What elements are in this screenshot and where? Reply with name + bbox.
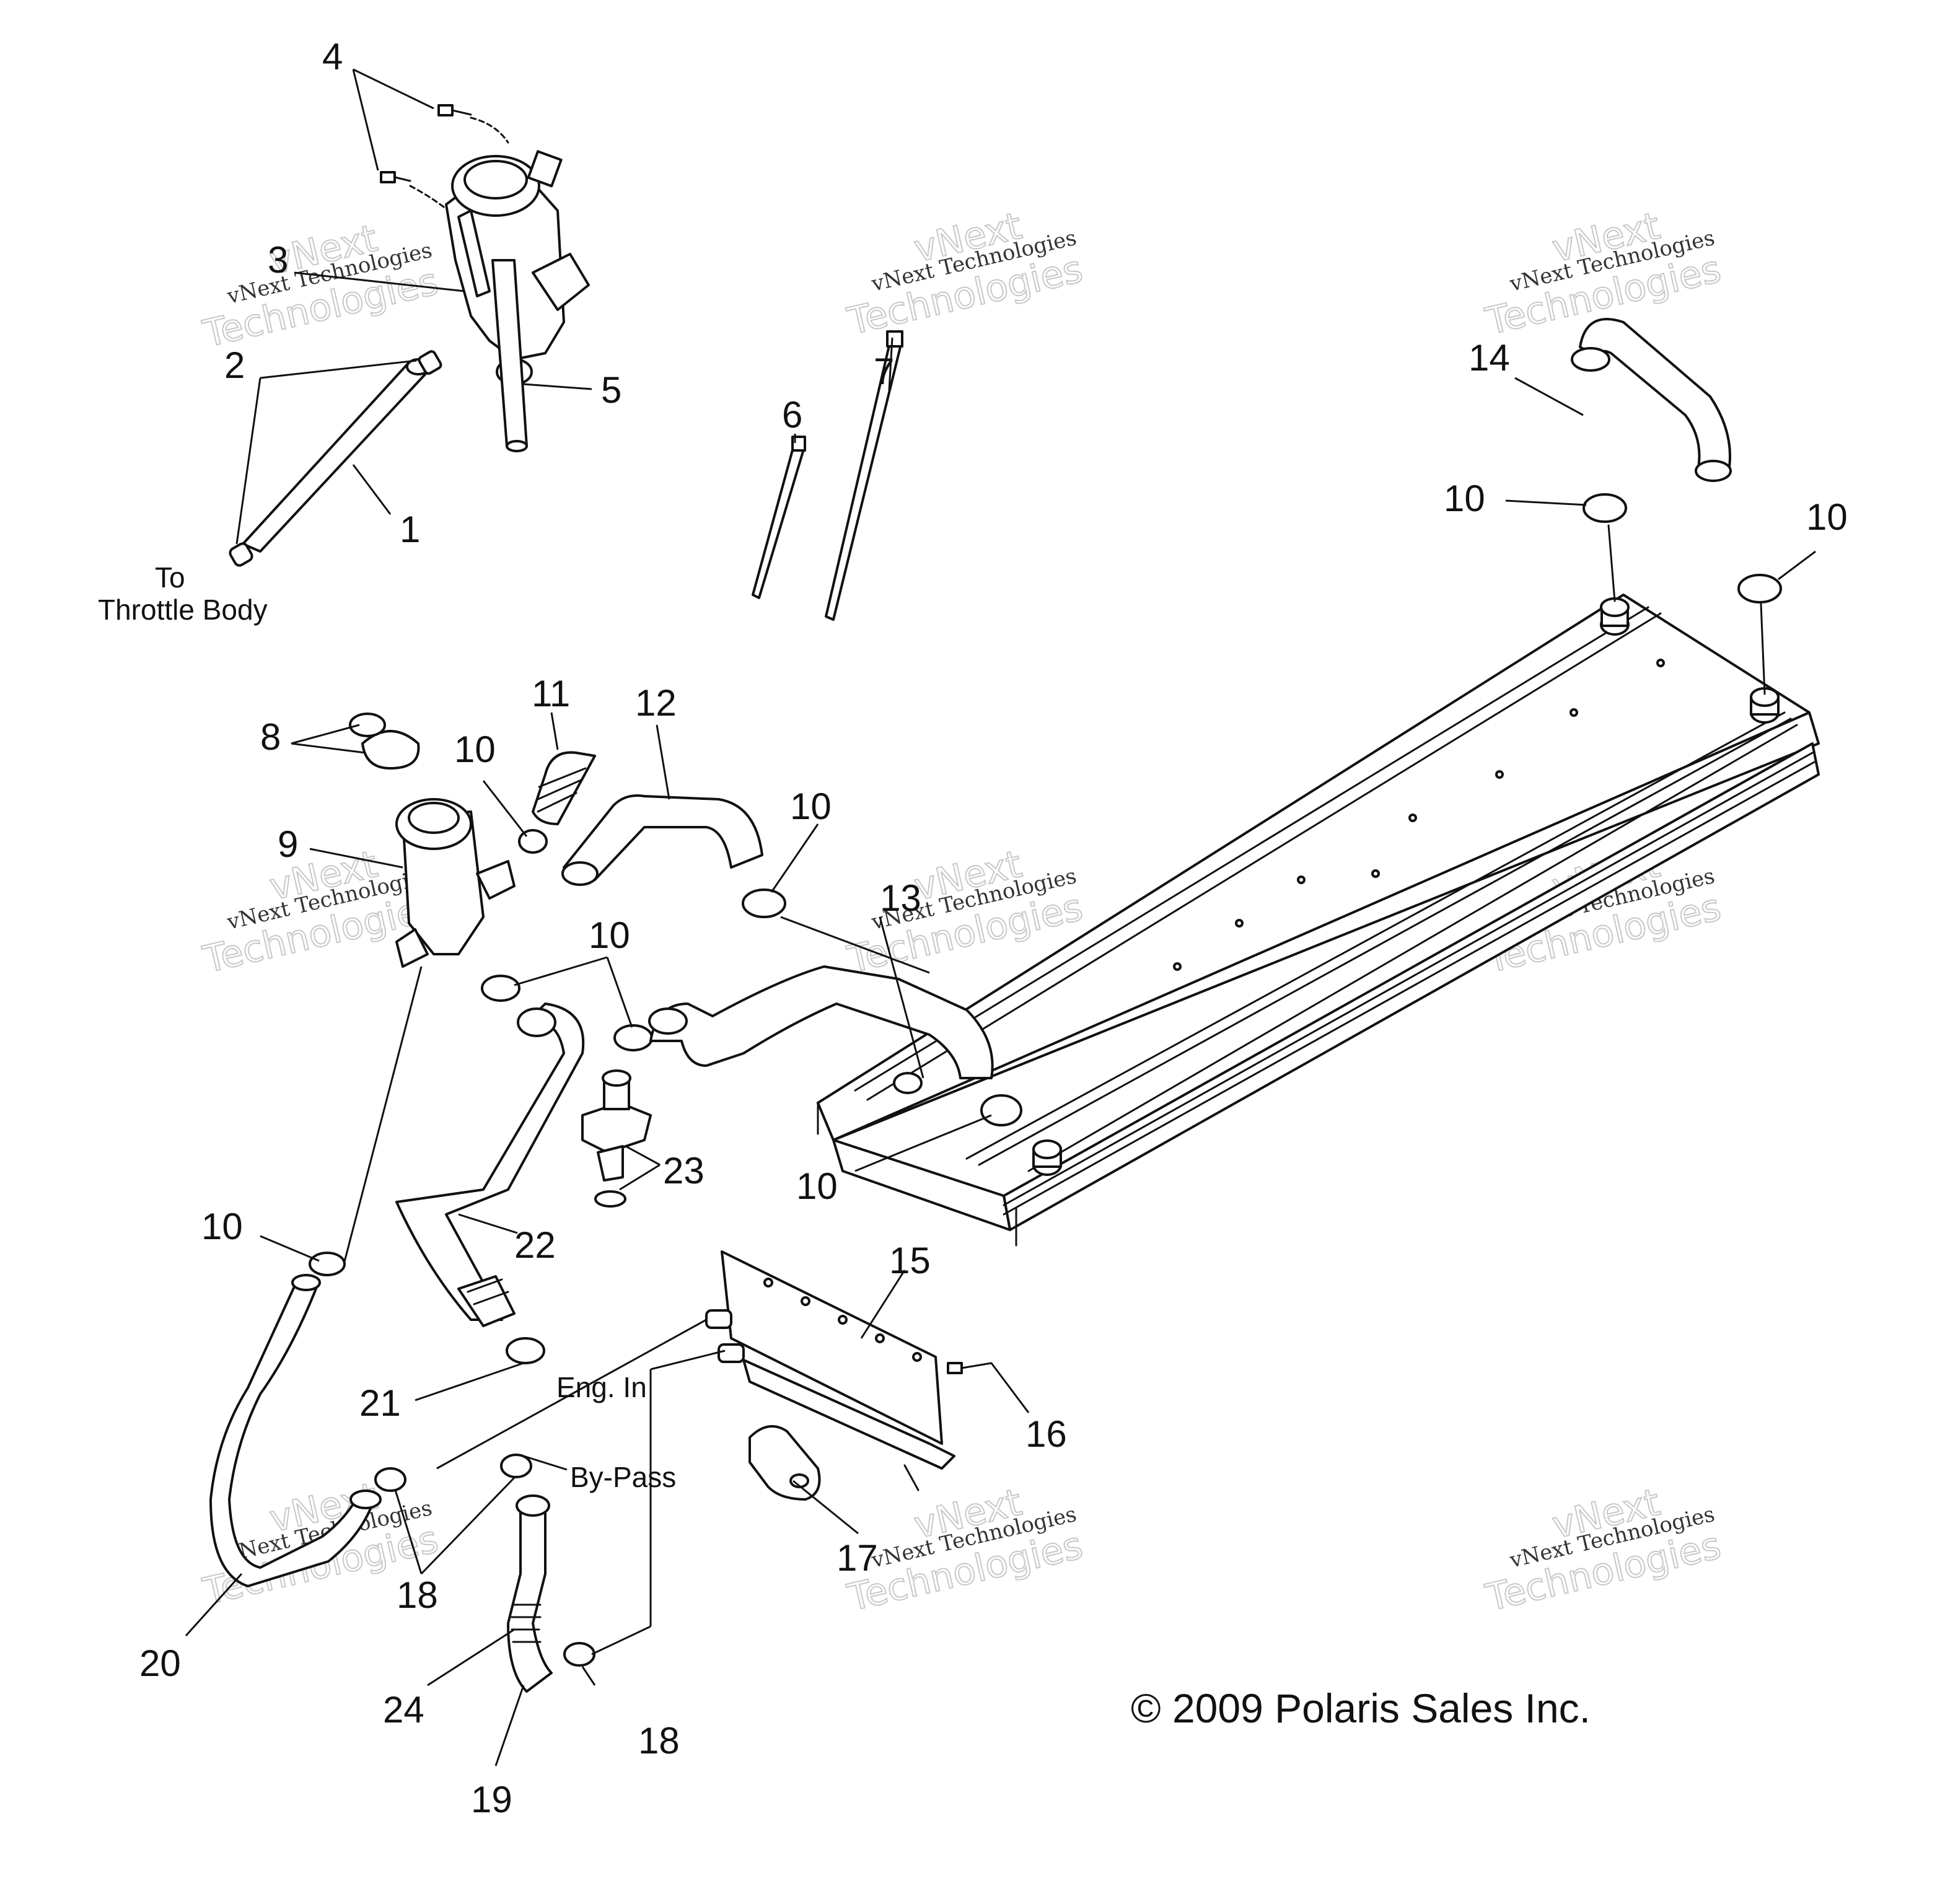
- callout-1: 1: [400, 509, 420, 550]
- callout-10: 10: [589, 915, 630, 956]
- tunnel-port-3: [893, 1072, 923, 1094]
- callout-10: 10: [454, 729, 496, 770]
- bolt-upper: [437, 104, 472, 116]
- cable-tie-7: [825, 330, 903, 621]
- clamp-14-left: [1583, 493, 1627, 523]
- callout-2: 2: [224, 344, 245, 386]
- callout-13: 13: [880, 877, 921, 919]
- hose-11: [532, 751, 596, 825]
- callout-10: 10: [796, 1165, 838, 1207]
- clamp-23: [613, 1024, 653, 1051]
- callout-15: 15: [889, 1240, 931, 1281]
- watermark: vNext vNext Technologies Technologies: [843, 204, 1087, 344]
- callout-8: 8: [260, 716, 281, 758]
- clamp-21: [506, 1337, 545, 1364]
- callout-12: 12: [635, 682, 677, 724]
- clamp-9-outlet: [481, 975, 520, 1002]
- hose-14: [1571, 318, 1732, 482]
- reservoir-assembly-mid: [349, 713, 548, 968]
- clamp-18-bottom: [563, 1642, 595, 1667]
- callout-9: 9: [278, 823, 298, 865]
- callout-23: 23: [663, 1150, 705, 1191]
- callout-10: 10: [790, 786, 832, 827]
- cable-tie-6: [752, 436, 806, 599]
- clamp-top: [418, 350, 442, 375]
- clamp-14-right: [1737, 574, 1782, 603]
- callout-5: 5: [601, 369, 621, 411]
- bolt-16: [947, 1362, 993, 1374]
- clamp-18-mid: [500, 1454, 532, 1478]
- hose-13: [648, 965, 994, 1079]
- note-to: To: [155, 561, 185, 594]
- callout-14: 14: [1468, 337, 1510, 379]
- note-eng-in: Eng. In: [556, 1371, 647, 1403]
- callout-22: 22: [514, 1224, 556, 1266]
- callout-17: 17: [836, 1537, 878, 1579]
- thermostat-housing: [581, 1069, 652, 1208]
- rivet-dots: [1173, 659, 1665, 971]
- callout-16: 16: [1025, 1413, 1067, 1455]
- callout-7: 7: [874, 351, 894, 392]
- heat-exchanger-tunnel: [817, 594, 1820, 1247]
- clamp-18-left: [374, 1467, 406, 1492]
- callout-19: 19: [471, 1779, 512, 1820]
- callout-10: 10: [1444, 478, 1485, 519]
- callout-10: 10: [1806, 496, 1848, 538]
- callout-18: 18: [638, 1720, 680, 1761]
- leader-lines: [185, 68, 1816, 1766]
- note-bypass: By-Pass: [570, 1461, 676, 1493]
- clamp-12-right: [742, 888, 786, 918]
- notes: To Throttle Body Eng. In By-Pass: [98, 561, 676, 1493]
- copyright-text: © 2009 Polaris Sales Inc.: [1131, 1685, 1591, 1731]
- clamp-20: [309, 1252, 346, 1276]
- bolt-lower: [380, 171, 411, 183]
- mounting-bracket: [705, 1250, 955, 1470]
- callout-3: 3: [268, 239, 288, 281]
- callout-20: 20: [139, 1643, 181, 1684]
- callout-24: 24: [383, 1689, 424, 1731]
- hose-24: [507, 1494, 553, 1693]
- callout-10: 10: [201, 1206, 243, 1247]
- callout-18: 18: [397, 1574, 438, 1616]
- callout-labels: 4 3 2 5 1 6 7 14 10 10 8 11 12 10 9 10 1…: [139, 36, 1848, 1820]
- rubber-bumper: [749, 1425, 821, 1501]
- hose-22: [395, 1002, 585, 1327]
- watermark: vNext vNext Technologies Technologies: [1481, 1480, 1725, 1621]
- hose-20: [209, 1274, 382, 1587]
- reservoir-assembly-top: [229, 104, 903, 621]
- callout-21: 21: [359, 1382, 401, 1424]
- callout-4: 4: [322, 36, 343, 77]
- callout-11: 11: [532, 673, 570, 714]
- watermark: vNext vNext Technologies Technologies: [198, 216, 442, 357]
- clamp-tunnel: [980, 1094, 1022, 1126]
- hose-12: [561, 794, 763, 886]
- note-throttle-body: Throttle Body: [98, 594, 268, 626]
- callout-6: 6: [782, 394, 802, 436]
- clamp-bottom: [229, 542, 253, 567]
